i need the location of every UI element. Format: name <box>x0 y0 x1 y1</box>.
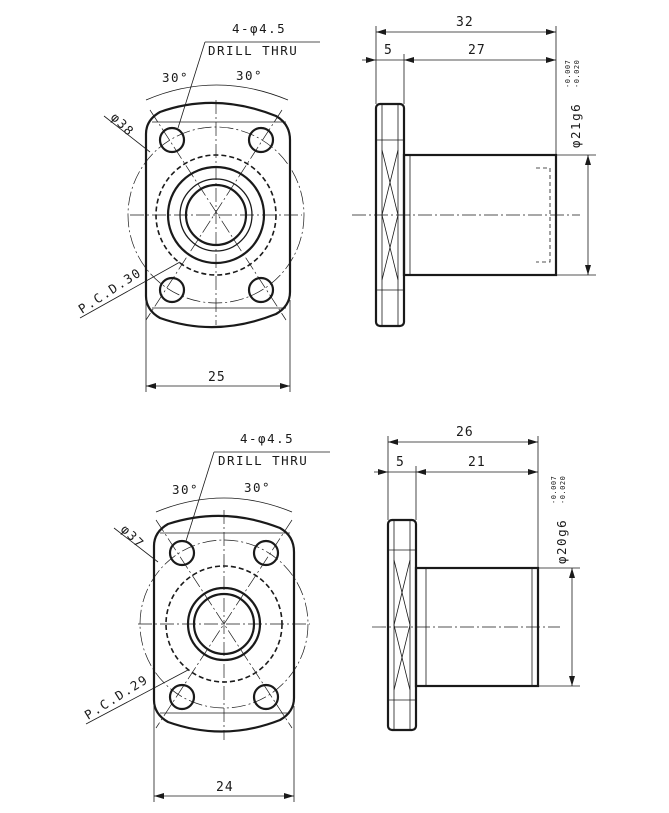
top-flange-outline <box>144 101 292 329</box>
top-tol-upper: -0.007 <box>564 60 572 88</box>
top-width-arrow-left <box>146 383 156 389</box>
top-bolt-hole-tr <box>247 126 275 154</box>
top-flange-thickness: 5 <box>384 43 393 58</box>
bottom-bolt-hole-tr <box>252 539 280 567</box>
top-bolt-hole-tl <box>158 126 186 154</box>
top-width-arrow-right <box>280 383 290 389</box>
bottom-arrow-5 <box>528 469 538 475</box>
bottom-shaft-fit: φ20g6 <box>554 519 569 564</box>
top-angle-arc <box>145 84 289 101</box>
bottom-dia-leader <box>113 527 159 563</box>
bottom-side-view <box>372 436 580 732</box>
bottom-side-flange <box>386 518 418 732</box>
bottom-arrow-2 <box>528 439 538 445</box>
bottom-angle-right: 30° <box>244 480 271 495</box>
top-body-length: 27 <box>468 43 486 58</box>
top-outer-diameter: φ38 <box>108 110 138 140</box>
bottom-bolt-hole-br <box>252 683 280 711</box>
top-arrow-5 <box>546 57 556 63</box>
top-overall-length: 32 <box>456 15 474 30</box>
bottom-body-length: 21 <box>468 455 486 470</box>
bottom-hole-callout: 4-φ4.5 <box>240 431 294 446</box>
bottom-arrow-6 <box>569 568 575 578</box>
top-angle-right: 30° <box>236 68 263 83</box>
top-arrow-3 <box>366 57 376 63</box>
top-front-view <box>79 41 320 392</box>
top-dia-leader <box>103 115 151 153</box>
top-body-hidden-groove <box>536 167 551 263</box>
top-pcd: P.C.D.30 <box>75 265 144 317</box>
bottom-width: 24 <box>216 780 234 795</box>
bottom-width-arrow-left <box>154 793 164 799</box>
top-diag-centerline-2 <box>145 109 283 321</box>
bottom-bolt-hole-tl <box>168 539 196 567</box>
bottom-tol-lower: -0.020 <box>559 476 567 504</box>
bottom-outer-diameter: φ37 <box>118 522 148 552</box>
bottom-drill-leader <box>185 451 215 542</box>
bottom-angle-arc <box>155 497 293 513</box>
bottom-tol-upper: -0.007 <box>550 476 558 504</box>
bottom-outer-diameter-circle <box>139 539 309 709</box>
bottom-flange-cross-1 <box>393 559 411 691</box>
top-pcd-leader <box>79 261 181 319</box>
top-diag-centerline-1 <box>149 109 287 321</box>
top-arrow-4 <box>404 57 414 63</box>
bottom-arrow-3 <box>378 469 388 475</box>
top-side-view <box>352 26 596 328</box>
bottom-flange-outline <box>152 514 296 733</box>
top-bolt-hole-bl <box>158 276 186 304</box>
top-bolt-hole-br <box>247 276 275 304</box>
bottom-overall-length: 26 <box>456 425 474 440</box>
top-hole-callout: 4-φ4.5 <box>232 21 286 36</box>
top-tol-lower: -0.020 <box>573 60 581 88</box>
bottom-arrow-7 <box>569 676 575 686</box>
top-arrow-1 <box>376 29 386 35</box>
bottom-arrow-1 <box>388 439 398 445</box>
bottom-pcd-leader <box>85 669 189 725</box>
bottom-arrow-4 <box>416 469 426 475</box>
top-arrow-2 <box>546 29 556 35</box>
bottom-bolt-hole-bl <box>168 683 196 711</box>
bottom-drill-note: DRILL THRU <box>218 453 308 468</box>
top-shaft-fit: φ21g6 <box>568 103 583 148</box>
top-arrow-7 <box>585 265 591 275</box>
bottom-angle-left: 30° <box>172 482 199 497</box>
top-drill-note: DRILL THRU <box>208 43 298 58</box>
bottom-width-arrow-right <box>284 793 294 799</box>
bottom-flange-thickness: 5 <box>396 455 405 470</box>
bottom-pcd: P.C.D.29 <box>82 672 151 723</box>
top-angle-left: 30° <box>162 70 189 85</box>
top-arrow-6 <box>585 155 591 165</box>
bottom-diag-centerline-2 <box>155 519 293 729</box>
bottom-flange-cross-2 <box>393 559 411 691</box>
top-width: 25 <box>208 370 226 385</box>
bottom-front-view <box>85 451 330 802</box>
bottom-diag-centerline-1 <box>155 519 293 729</box>
top-drill-leader <box>177 41 206 129</box>
